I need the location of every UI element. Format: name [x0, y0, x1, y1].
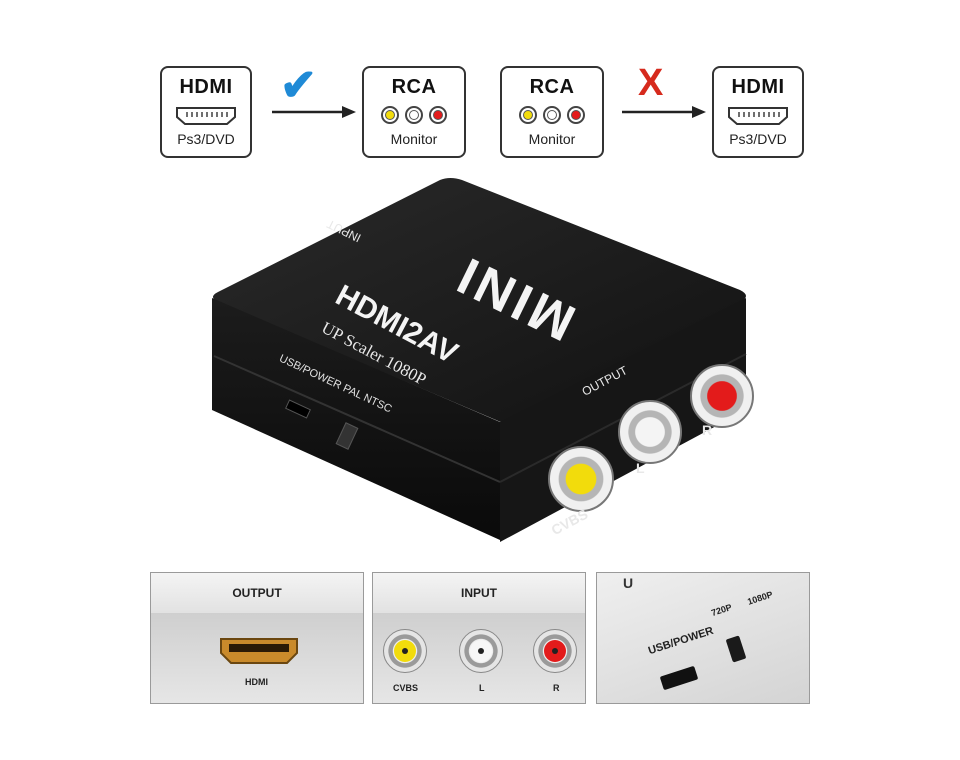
- panel-body: HDMI: [151, 613, 363, 703]
- power-detail-panel: U USB/POWER 720P 1080P: [596, 572, 810, 704]
- rca-monitor-card-right: RCA Monitor: [500, 66, 604, 158]
- jack-label-cvbs: CVBS: [393, 683, 419, 693]
- panel-header: OUTPUT: [151, 573, 363, 613]
- red-jack-icon: [567, 106, 585, 124]
- port-label: HDMI: [245, 677, 268, 687]
- white-jack-icon: [405, 106, 423, 124]
- panel-header: INPUT: [373, 573, 585, 613]
- check-icon: ✔: [280, 61, 317, 110]
- device-red-jack: [690, 364, 754, 428]
- device-white-jack: [618, 400, 682, 464]
- white-jack-icon: [543, 106, 561, 124]
- yellow-jack-icon: [519, 106, 537, 124]
- usb-port: [659, 665, 699, 691]
- rca-jacks-icon: [519, 106, 585, 124]
- yellow-jack-icon: [381, 106, 399, 124]
- resolution-switch: [725, 635, 747, 663]
- card-title: RCA: [391, 76, 437, 98]
- device-yellow-jack: [548, 446, 614, 512]
- card-title: RCA: [529, 76, 575, 98]
- device-jack-r-label: R: [702, 422, 713, 438]
- yellow-jack-icon: [383, 629, 427, 673]
- card-subtitle: Monitor: [528, 131, 576, 147]
- hdmi-port-icon: [220, 638, 298, 664]
- hdmi-source-card-left: HDMI Ps3/DVD: [160, 66, 252, 158]
- jack-label-r: R: [553, 683, 560, 693]
- red-jack-icon: [533, 629, 577, 673]
- jack-label-l: L: [479, 683, 485, 693]
- device-jack-l-label: L: [636, 460, 645, 476]
- card-subtitle: Ps3/DVD: [729, 131, 787, 147]
- card-title: HDMI: [179, 76, 233, 98]
- rca-jacks-icon: [381, 106, 447, 124]
- hdmi-port-icon: [176, 107, 236, 125]
- cross-icon: X: [638, 62, 664, 104]
- arrow-right-icon: [622, 106, 706, 118]
- hdmi-source-card-right: HDMI Ps3/DVD: [712, 66, 804, 158]
- rca-monitor-card-left: RCA Monitor: [362, 66, 466, 158]
- panel-header-partial: U: [623, 575, 634, 591]
- input-detail-panel: INPUT CVBS L R: [372, 572, 586, 704]
- usb-power-label: USB/POWER: [646, 624, 716, 658]
- red-jack-icon: [429, 106, 447, 124]
- arrow-right-icon: [272, 106, 356, 118]
- white-jack-icon: [459, 629, 503, 673]
- hdmi-port-icon: [728, 107, 788, 125]
- panel-body: CVBS L R: [373, 613, 585, 703]
- card-subtitle: Monitor: [390, 131, 438, 147]
- output-detail-panel: OUTPUT HDMI: [150, 572, 364, 704]
- card-title: HDMI: [731, 76, 785, 98]
- card-subtitle: Ps3/DVD: [177, 131, 235, 147]
- resolution-1080p-label: 1080P: [746, 589, 774, 607]
- device-top-face: [213, 178, 746, 423]
- resolution-720p-label: 720P: [709, 601, 734, 619]
